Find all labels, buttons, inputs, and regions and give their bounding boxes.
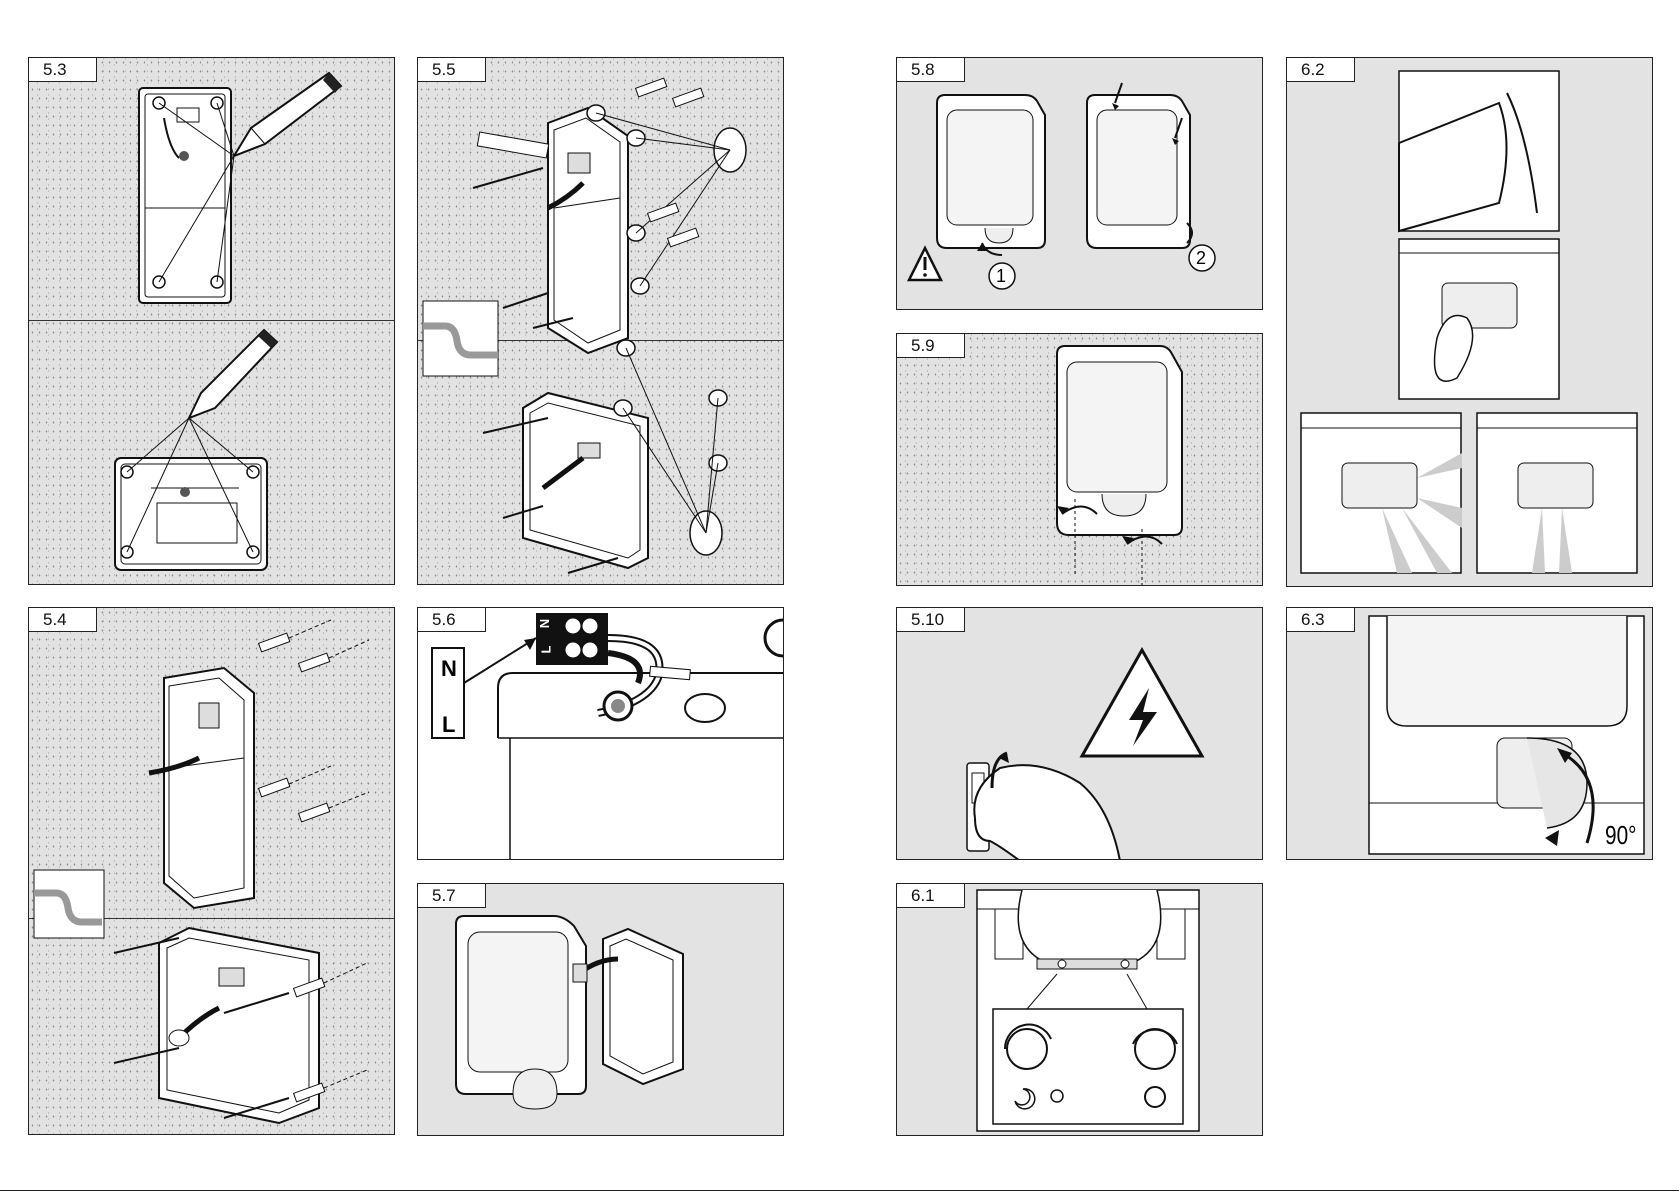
panel-5-9: 5.9 [896,333,1263,586]
cover-removal-illustration [897,58,1263,310]
panel-5-7: 5.7 [417,883,784,1136]
base-plate-screw-illustration [29,608,395,1135]
panel-5-4: 5.4 [28,607,395,1135]
page-bottom-rule [0,1190,1679,1191]
cover-attach-illustration [418,884,784,1136]
step-2-number: 2 [1196,248,1206,269]
live-label: L [442,712,455,738]
neutral-label: N [441,656,457,682]
anchor-plug-illustration [418,58,784,585]
panel-6-2: 6.2 [1286,57,1653,587]
panel-5-5: 5.5 [417,57,784,585]
rotation-angle-label: 90° [1605,820,1636,851]
sensor-rotate-illustration [1287,608,1653,860]
terminal-l-label: L [538,646,553,654]
terminal-n-label: N [537,619,552,628]
sensor-dial-illustration [897,884,1263,1136]
panel-6-1: 6.1 [896,883,1263,1136]
panel-5-10: 5.10 [896,607,1263,860]
panel-6-3: 6.3 90° [1286,607,1653,860]
cover-screw-illustration [897,334,1263,586]
panel-5-8: 5.8 1 2 [896,57,1263,310]
power-on-illustration [897,608,1263,860]
panel-5-3: 5.3 [28,57,395,585]
step-1-number: 1 [996,266,1006,287]
wiring-illustration [418,608,784,860]
panel-5-6: 5.6 N L N L [417,607,784,860]
mounting-marking-illustration [29,58,395,585]
lens-mask-illustration [1287,58,1653,587]
